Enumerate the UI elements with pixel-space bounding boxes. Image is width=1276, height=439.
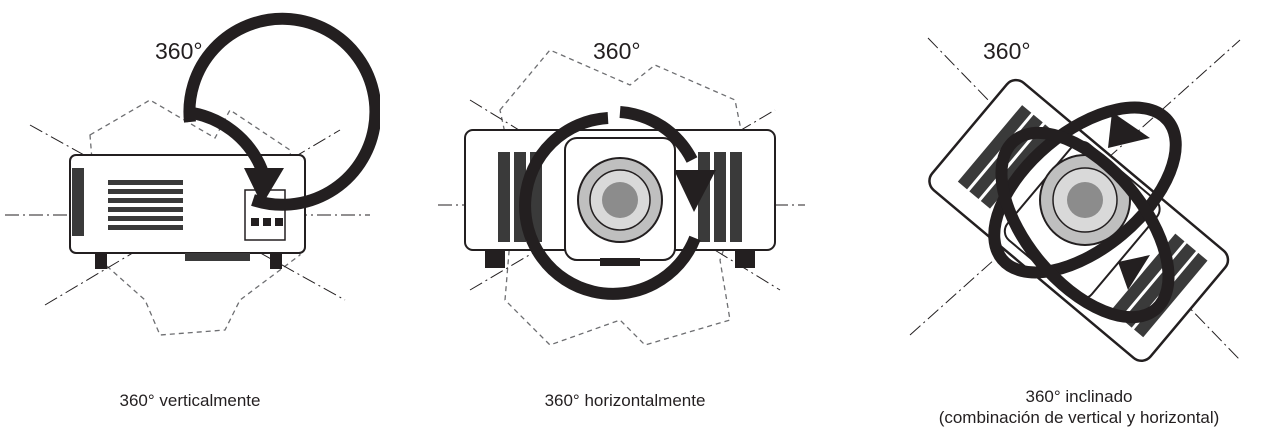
arrow-head-icon bbox=[1108, 112, 1150, 148]
rotated-outline-dashed bbox=[89, 99, 301, 336]
panel-vertical: 360° 360° verticalmente bbox=[0, 0, 380, 439]
vertical-rotation-illustration bbox=[5, 12, 380, 336]
caption-line: (combinación de vertical y horizontal) bbox=[938, 408, 1220, 427]
rotated-outline-dashed bbox=[499, 49, 751, 346]
angle-label-vertical: 360° bbox=[155, 38, 203, 64]
angle-label-horizontal: 360° bbox=[593, 38, 641, 64]
caption-vertical: 360° verticalmente bbox=[60, 390, 320, 411]
caption-inclined: 360° inclinado (combinación de vertical … bbox=[885, 386, 1273, 428]
caption-line: 360° horizontalmente bbox=[544, 391, 706, 410]
rotation-arrow-icon bbox=[988, 101, 1182, 324]
projector-front-icon bbox=[464, 129, 776, 268]
angle-label-inclined: 360° bbox=[983, 38, 1031, 64]
panel-horizontal: 360° 360° horizontalmente bbox=[430, 0, 820, 439]
arrow-head-icon bbox=[1118, 255, 1150, 290]
rotation-arrow-icon bbox=[519, 106, 716, 300]
panel-inclined: 360° 360° inclinado (combinación de vert… bbox=[880, 0, 1276, 439]
caption-line: 360° inclinado bbox=[1025, 387, 1133, 406]
inclined-rotation-illustration bbox=[909, 37, 1241, 363]
caption-line: 360° verticalmente bbox=[119, 391, 261, 410]
horizontal-rotation-illustration bbox=[438, 49, 805, 346]
rotation-arrow-icon bbox=[183, 12, 380, 211]
caption-horizontal: 360° horizontalmente bbox=[470, 390, 780, 411]
